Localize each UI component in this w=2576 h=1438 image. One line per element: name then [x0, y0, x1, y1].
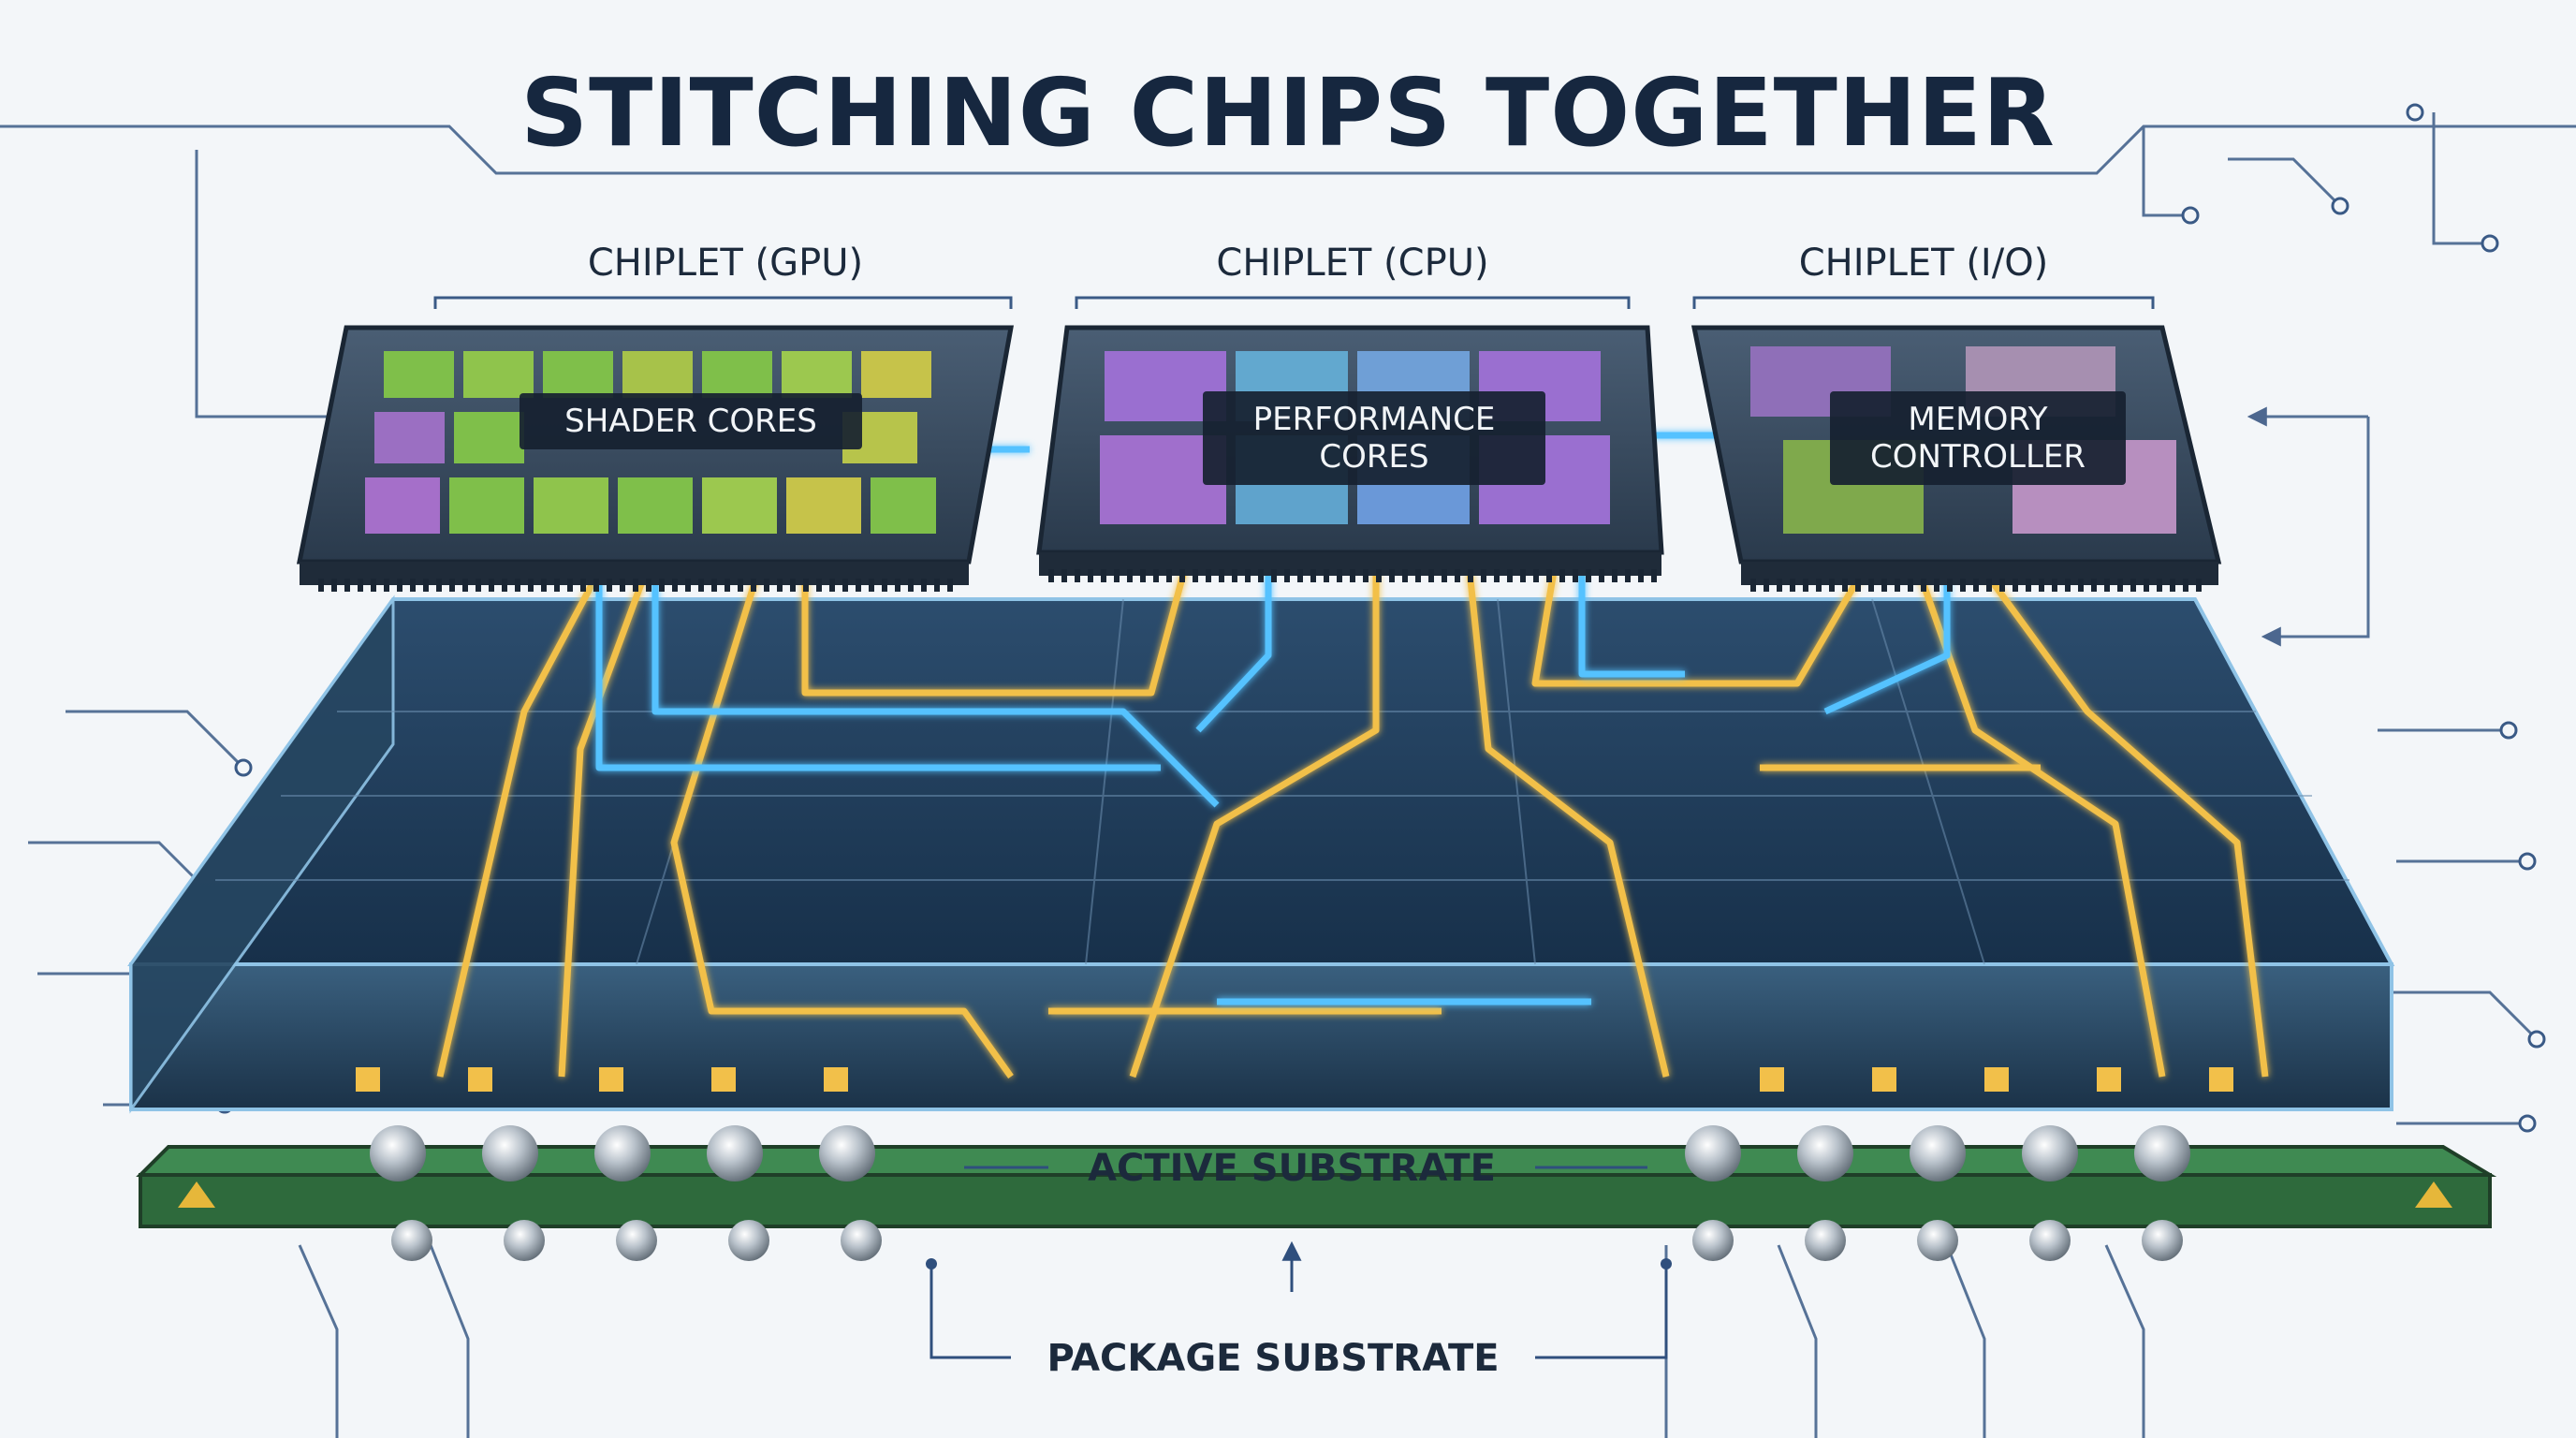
- active-substrate-slab: [127, 594, 2395, 1114]
- cpu-chiplet-header: CHIPLET (CPU): [1216, 242, 1489, 285]
- substrate-vias: [356, 1067, 2233, 1092]
- performance-cores-label: PERFORMANCE CORES: [1203, 391, 1545, 485]
- chiplet-header-brackets: [433, 296, 2155, 309]
- chiplet-pins: [318, 569, 2209, 592]
- gpu-chiplet-header: CHIPLET (GPU): [587, 242, 864, 285]
- solder-balls-lower: [391, 1220, 2183, 1261]
- io-chiplet-header: CHIPLET (I/O): [1798, 242, 2049, 285]
- blue-interconnect-traces: [595, 432, 1951, 1005]
- shader-cores-label: SHADER CORES: [520, 393, 862, 449]
- package-substrate-label: PACKAGE SUBSTRATE: [1046, 1337, 1500, 1380]
- memory-controller-label: MEMORY CONTROLLER: [1830, 391, 2126, 485]
- layer-label-guides: [929, 1166, 1668, 1359]
- gpu-chiplet: [296, 325, 1014, 585]
- active-substrate-label: ACTIVE SUBSTRATE: [1088, 1147, 1496, 1190]
- solder-balls-upper: [370, 1125, 2190, 1181]
- gold-interconnect-traces: [436, 568, 2269, 1079]
- page-title: STITCHING CHIPS TOGETHER: [520, 58, 2056, 168]
